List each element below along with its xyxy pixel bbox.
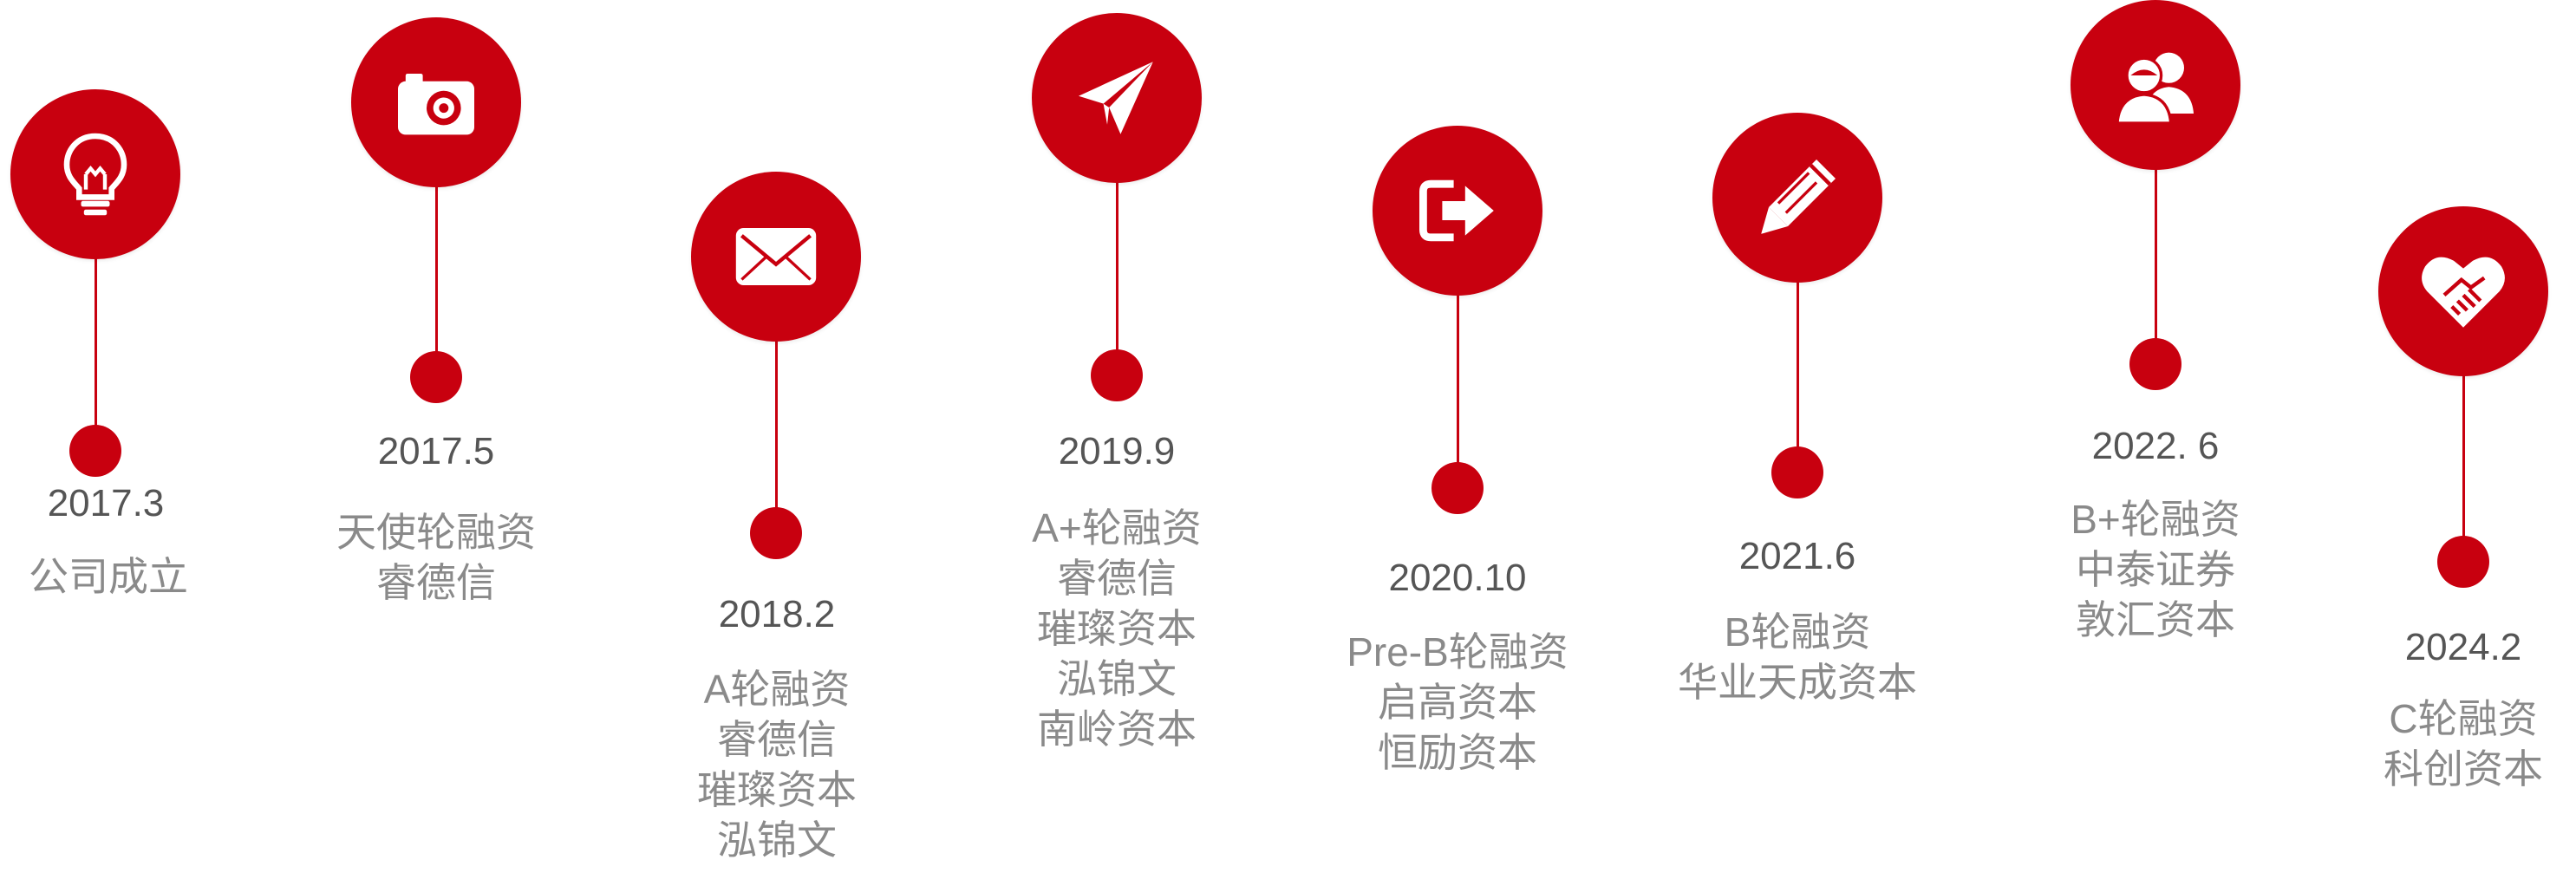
camera-icon	[398, 74, 474, 135]
desc-line: 公司成立	[29, 554, 188, 599]
event-circle	[1032, 13, 1202, 183]
desc-line: 睿德信	[717, 717, 837, 762]
connector-line	[1457, 290, 1459, 490]
event-date: 2017.5	[377, 430, 495, 472]
users-icon	[2116, 52, 2194, 125]
event-date: 2024.2	[2404, 626, 2522, 668]
arrow-right-box-icon	[1419, 179, 1494, 242]
connector-line	[2462, 373, 2465, 568]
event-date: 2020.10	[1388, 557, 1527, 599]
event-dot	[69, 425, 121, 477]
desc-line: 中泰证券	[2076, 547, 2235, 592]
desc-line: A轮融资	[703, 667, 851, 712]
event-dot	[1771, 446, 1823, 498]
connector-line	[775, 338, 778, 533]
desc-line: 睿德信	[376, 560, 496, 605]
pencil-icon	[1761, 160, 1836, 234]
event-dot	[410, 351, 462, 403]
event-circle	[351, 17, 521, 187]
event-date: 2019.9	[1058, 430, 1176, 472]
event-description: C轮融资 科创资本	[2299, 694, 2576, 794]
paper-plane-icon	[1079, 62, 1153, 134]
event-description: A+轮融资 睿德信 璀璨资本 泓锦文 南岭资本	[952, 503, 1281, 754]
connector-line	[95, 251, 97, 451]
event-date: 2017.3	[47, 482, 165, 524]
event-date: 2022. 6	[2091, 425, 2220, 467]
event-circle	[1373, 126, 1542, 296]
desc-line: 科创资本	[2384, 746, 2543, 792]
desc-line: 璀璨资本	[1037, 606, 1197, 651]
desc-line: 璀璨资本	[697, 767, 857, 812]
desc-line: 南岭资本	[1037, 707, 1197, 752]
desc-line: 泓锦文	[1057, 656, 1177, 701]
event-circle	[2071, 0, 2240, 170]
desc-line: A+轮融资	[1032, 505, 1202, 551]
event-description: B+轮融资 中泰证券 敦汇资本	[1991, 494, 2320, 645]
event-circle	[691, 172, 861, 342]
event-date: 2021.6	[1738, 535, 1856, 577]
event-circle	[2378, 206, 2548, 376]
event-description: Pre-B轮融资 启高资本 恒励资本	[1293, 627, 1622, 778]
desc-line: B+轮融资	[2071, 497, 2240, 542]
envelope-icon	[735, 228, 817, 285]
event-description: A轮融资 睿德信 璀璨资本 泓锦文	[612, 664, 942, 865]
event-dot	[1431, 462, 1484, 514]
desc-line: 启高资本	[1378, 680, 1537, 725]
lightbulb-icon	[63, 133, 127, 216]
desc-line: C轮融资	[2389, 696, 2538, 741]
event-dot	[750, 507, 802, 559]
connector-line	[435, 182, 438, 377]
desc-line: 敦汇资本	[2076, 597, 2235, 642]
event-circle	[10, 89, 180, 259]
event-description: 天使轮融资 睿德信	[271, 507, 601, 608]
connector-line	[1116, 178, 1118, 377]
desc-line: Pre-B轮融资	[1347, 629, 1568, 674]
event-description: B轮融资 华业天成资本	[1633, 607, 1962, 707]
connector-line	[1797, 273, 1799, 472]
event-dot	[2437, 536, 2489, 588]
desc-line: 泓锦文	[717, 818, 837, 863]
event-description: 公司成立	[0, 551, 273, 602]
desc-line: B轮融资	[1724, 609, 1871, 655]
heart-handshake-icon	[2422, 257, 2505, 328]
event-dot	[2129, 338, 2181, 390]
event-date: 2018.2	[718, 593, 836, 635]
desc-line: 华业天成资本	[1678, 660, 1917, 705]
connector-line	[2155, 165, 2157, 364]
event-dot	[1091, 349, 1143, 401]
desc-line: 睿德信	[1057, 556, 1177, 601]
event-circle	[1712, 113, 1882, 283]
desc-line: 恒励资本	[1378, 730, 1537, 775]
desc-line: 天使轮融资	[336, 510, 536, 555]
